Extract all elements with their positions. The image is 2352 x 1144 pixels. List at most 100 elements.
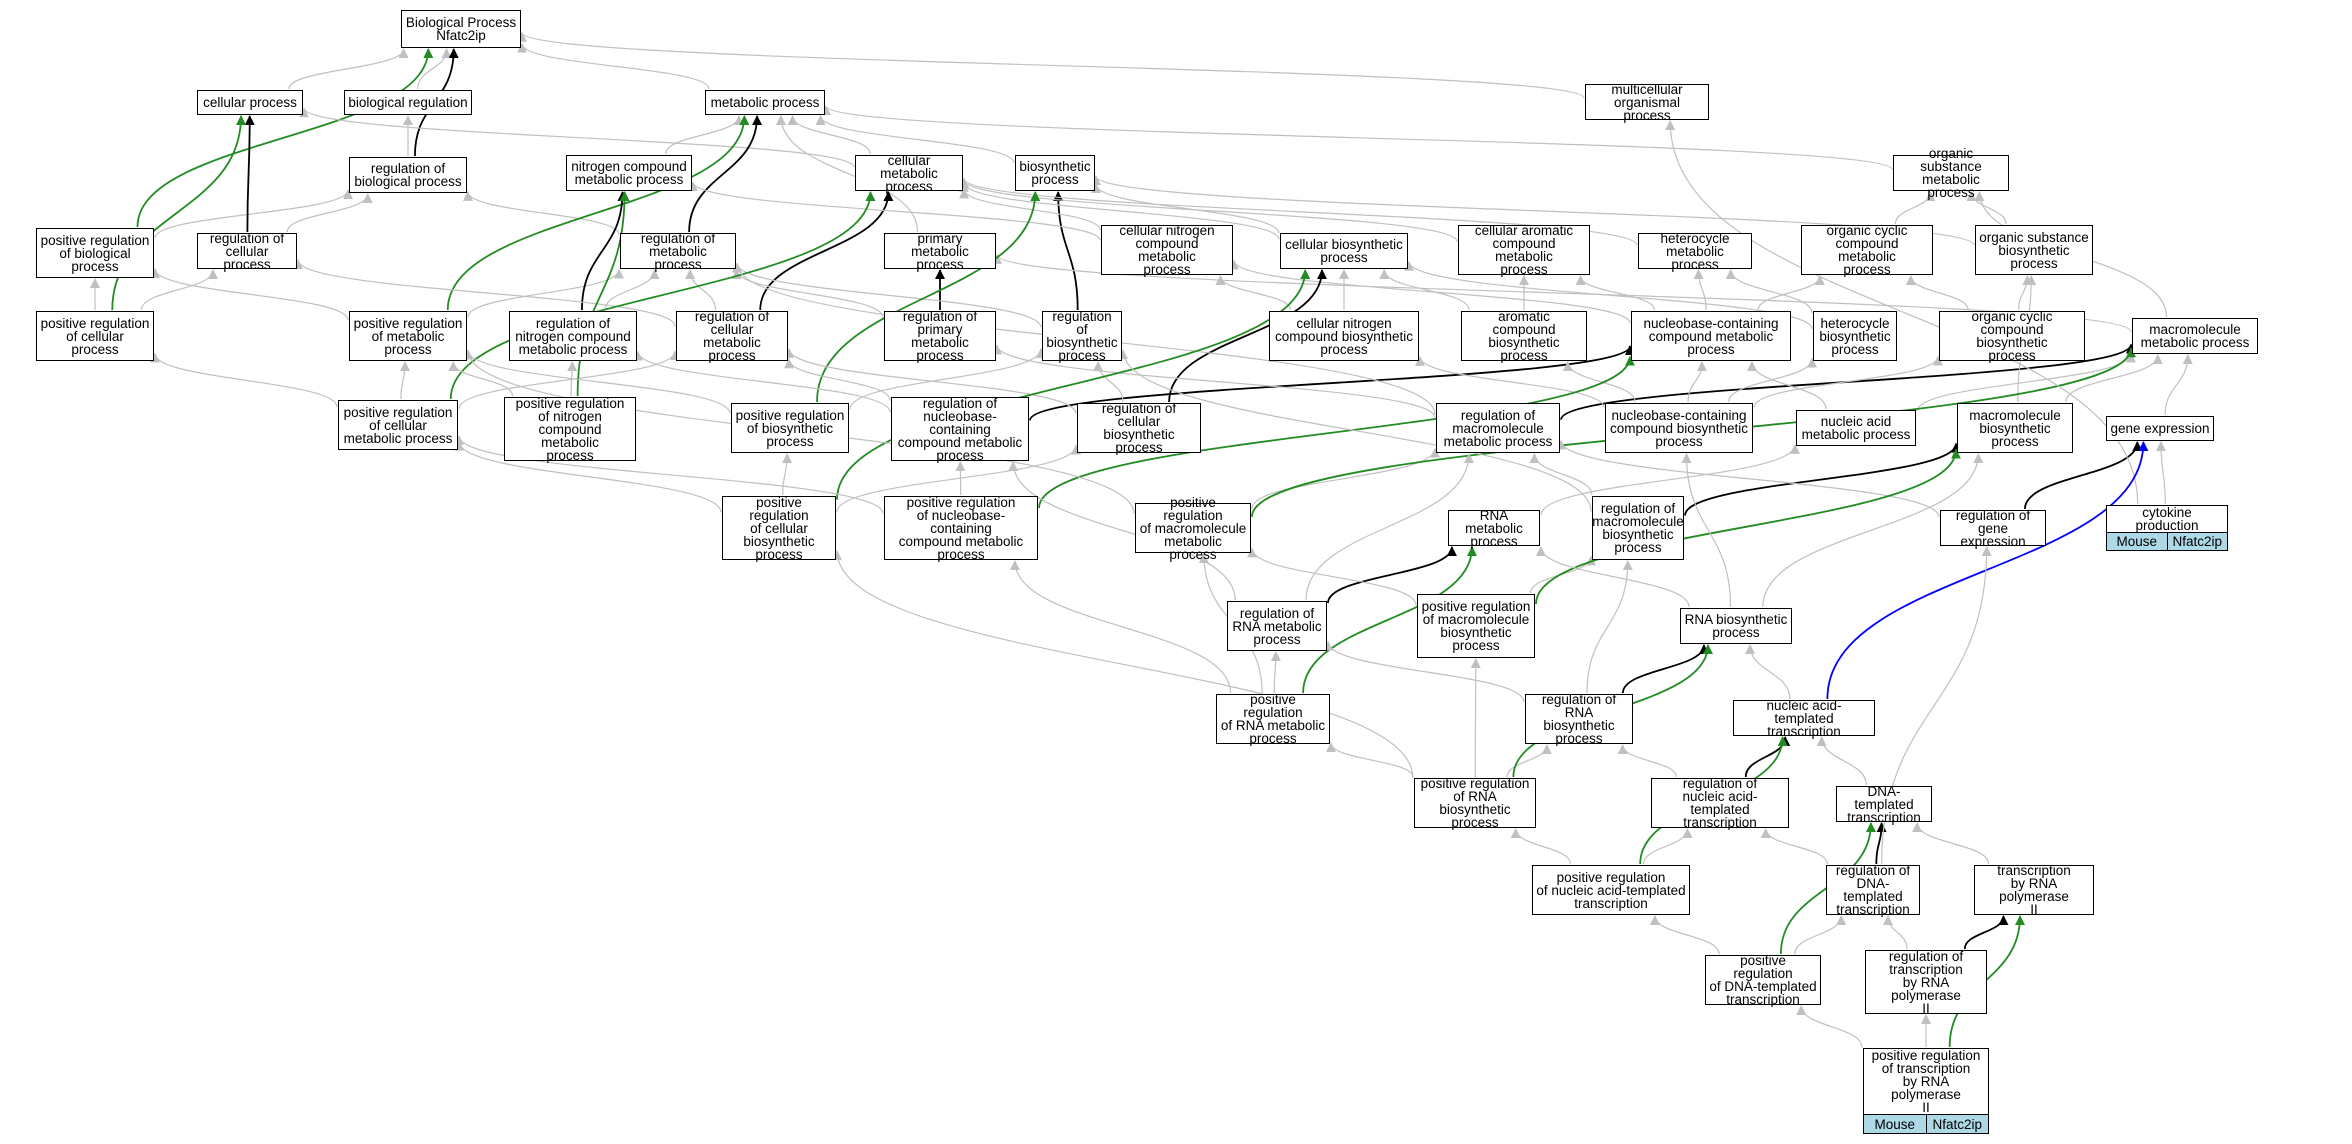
go-term-prcbp[interactable]: positive regulation of cellular biosynth…	[722, 495, 836, 561]
go-term-osmp[interactable]: organic substance metabolic process	[1893, 147, 2009, 199]
edge-is_a-prmmp-to-rmmp	[1251, 447, 1440, 509]
edge-is_a-prrnabp-to-prrnamp	[1326, 742, 1414, 778]
go-term-rrnamp[interactable]: regulation of RNA metabolic process	[1227, 601, 1327, 651]
go-term-rnat[interactable]: regulation of nucleic acid-templated tra…	[1651, 777, 1789, 829]
gene-tag: Nfatc2ip	[1925, 1115, 1988, 1133]
go-term-rtp2[interactable]: regulation of transcription by RNA polym…	[1865, 949, 1987, 1015]
go-term-ncmp[interactable]: nitrogen compound metabolic process	[566, 155, 692, 191]
edge-pos_reg-prncmp-to-ncmp	[576, 191, 630, 397]
go-term-prtp2[interactable]: positive regulation of transcription by …	[1863, 1048, 1989, 1134]
go-term-label: cytokine production	[2135, 505, 2199, 533]
go-term-rdt[interactable]: regulation of DNA-templated transcriptio…	[1826, 864, 1920, 916]
go-term-mbp[interactable]: macromolecule biosynthetic process	[1957, 403, 2073, 453]
edge-part_of-rbsp-to-bsp	[1053, 191, 1079, 311]
go-term-ge[interactable]: gene expression	[2106, 416, 2214, 441]
edge-part_of-rnbcmp-to-nbcmp	[1029, 345, 1635, 421]
go-term-rge[interactable]: regulation of gene expression	[1940, 508, 2046, 548]
go-term-tp2[interactable]: transcription by RNA polymerase II	[1974, 864, 2094, 916]
go-term-rbp[interactable]: regulation of biological process	[349, 157, 467, 193]
go-term-mmp[interactable]: macromolecule metabolic process	[2132, 318, 2258, 354]
edge-is_a-rnat-to-rrnabp	[1617, 744, 1677, 778]
edge-is_a-prcp-to-rcp	[140, 269, 218, 311]
edge-is_a-rpmp-to-rmp	[731, 269, 884, 318]
edge-is_a-rdt-to-rnat	[1760, 828, 1828, 865]
edge-is_a-rmbp-to-rmmp	[1529, 453, 1593, 496]
edge-is_a-nbcbp-to-nbcmp	[1687, 361, 1707, 403]
go-term-rmp[interactable]: regulation of metabolic process	[620, 231, 736, 271]
edge-is_a-cacmp-to-cmp	[959, 178, 1458, 242]
go-term-cncbp[interactable]: cellular nitrogen compound biosynthetic …	[1269, 311, 1419, 361]
go-term-occmp[interactable]: organic cyclic compound metabolic proces…	[1801, 224, 1933, 276]
edge-is_a-occbp-to-osbp	[2018, 275, 2033, 311]
edge-is_a-prrnabp-to-rrnabp	[1506, 744, 1552, 778]
edge-pos_reg-prcp-to-cp	[111, 115, 247, 311]
go-term-rrnabp[interactable]: regulation of RNA biosynthetic process	[1525, 693, 1633, 745]
go-term-namp[interactable]: nucleic acid metabolic process	[1796, 410, 1916, 446]
go-term-rcbp[interactable]: regulation of cellular biosynthetic proc…	[1077, 402, 1201, 454]
go-term-rcmp[interactable]: regulation of cellular metabolic process	[676, 310, 788, 362]
edge-part_of-rmp-to-mp	[688, 115, 763, 233]
go-term-bp[interactable]: Biological Process Nfatc2ip	[401, 10, 521, 48]
go-term-rpmp[interactable]: regulation of primary metabolic process	[884, 310, 996, 362]
edge-is_a-prnbcmp-to-prcmp	[454, 435, 884, 514]
go-term-prnat[interactable]: positive regulation of nucleic acid-temp…	[1532, 865, 1690, 915]
go-term-rmmp[interactable]: regulation of macromolecule metabolic pr…	[1436, 403, 1560, 453]
go-term-prcmp[interactable]: positive regulation of cellular metaboli…	[338, 400, 458, 450]
go-term-rnamp[interactable]: RNA metabolic process	[1448, 508, 1540, 548]
go-term-bsp[interactable]: biosynthetic process	[1015, 155, 1095, 191]
go-term-hbp[interactable]: heterocycle biosynthetic process	[1813, 311, 1897, 361]
go-term-mop[interactable]: multicellular organismal process	[1585, 82, 1709, 122]
go-term-occbp[interactable]: organic cyclic compound biosynthetic pro…	[1939, 310, 2085, 362]
go-term-rnbcmp[interactable]: regulation of nucleobase-containing comp…	[891, 396, 1029, 462]
edge-is_a-prrnamp-to-rrnamp	[1270, 651, 1281, 694]
go-term-prmp[interactable]: positive regulation of metabolic process	[349, 311, 467, 361]
edge-is_a-rcp-to-rbp	[286, 193, 373, 233]
go-term-prrnabp[interactable]: positive regulation of RNA biosynthetic …	[1414, 777, 1536, 829]
go-term-hmp[interactable]: heterocycle metabolic process	[1638, 231, 1752, 271]
go-term-nat[interactable]: nucleic acid-templated transcription	[1733, 698, 1875, 738]
go-term-mp[interactable]: metabolic process	[705, 90, 825, 115]
go-term-prbsp[interactable]: positive regulation of biosynthetic proc…	[731, 403, 849, 453]
go-term-prrnamp[interactable]: positive regulation of RNA metabolic pro…	[1216, 693, 1330, 745]
go-term-br[interactable]: biological regulation	[344, 90, 472, 115]
go-term-cmp[interactable]: cellular metabolic process	[855, 153, 963, 193]
go-term-acbp[interactable]: aromatic compound biosynthetic process	[1461, 310, 1587, 362]
edge-is_a-prbp-to-rbp	[154, 188, 353, 239]
edge-is_a-prrnabp-to-prcbp	[832, 549, 1414, 779]
edge-part_of-rcbp-to-cbp	[1168, 269, 1327, 403]
go-term-prnbcmp[interactable]: positive regulation of nucleobase-contai…	[884, 495, 1038, 561]
go-term-rncmp[interactable]: regulation of nitrogen compound metaboli…	[509, 311, 637, 361]
go-term-prmbp[interactable]: positive regulation of macromolecule bio…	[1417, 594, 1535, 658]
edge-is_a-namp-to-nbcmp	[1747, 361, 1827, 410]
go-term-rnabp[interactable]: RNA biosynthetic process	[1680, 608, 1792, 644]
go-term-dt[interactable]: DNA-templated transcription	[1836, 784, 1932, 824]
edge-part_of-rrnamp-to-rnamp	[1327, 546, 1457, 604]
edge-is_a-prcmp-to-rcmp	[458, 350, 680, 409]
go-term-rmbp[interactable]: regulation of macromolecule biosynthetic…	[1592, 496, 1684, 560]
edge-pos_reg-prbsp-to-bsp	[816, 191, 1041, 403]
edge-is_a-prcbp-to-prcmp	[454, 440, 722, 513]
go-term-prbp[interactable]: positive regulation of biological proces…	[36, 228, 154, 278]
edge-is_a-prcbp-to-rcbp	[836, 444, 1081, 513]
go-term-nbcbp[interactable]: nucleobase-containing compound biosynthe…	[1605, 403, 1753, 453]
go-term-rbsp[interactable]: regulation of biosynthetic process	[1042, 310, 1122, 362]
go-term-nbcmp[interactable]: nucleobase-containing compound metabolic…	[1631, 311, 1791, 361]
go-term-cncmp[interactable]: cellular nitrogen compound metabolic pro…	[1101, 224, 1233, 276]
go-term-prncmp[interactable]: positive regulation of nitrogen compound…	[504, 396, 636, 462]
edge-is_a-prbsp-to-rbsp	[849, 347, 1046, 410]
go-term-rcp[interactable]: regulation of cellular process	[197, 231, 297, 271]
go-term-cbp[interactable]: cellular biosynthetic process	[1280, 233, 1408, 269]
edge-is_a-rrnabp-to-rmbp	[1586, 560, 1633, 694]
go-term-prmmp[interactable]: positive regulation of macromolecule met…	[1135, 495, 1251, 561]
go-term-osbp[interactable]: organic substance biosynthetic process	[1975, 225, 2093, 275]
edge-is_a-rmbp-to-rbsp	[1118, 349, 1592, 512]
edge-is_a-prcmp-to-prmp	[400, 361, 411, 400]
edge-is_a-rnbcmp-to-rncmp	[633, 350, 891, 413]
go-term-cacmp[interactable]: cellular aromatic compound metabolic pro…	[1458, 224, 1590, 276]
go-term-cp[interactable]: cellular process	[197, 90, 303, 115]
go-term-prdt[interactable]: positive regulation of DNA-templated tra…	[1705, 954, 1821, 1006]
go-term-prcp[interactable]: positive regulation of cellular process	[36, 311, 154, 361]
edge-is_a-prncmp-to-prmp	[448, 361, 514, 397]
go-term-pmp[interactable]: primary metabolic process	[884, 231, 996, 271]
